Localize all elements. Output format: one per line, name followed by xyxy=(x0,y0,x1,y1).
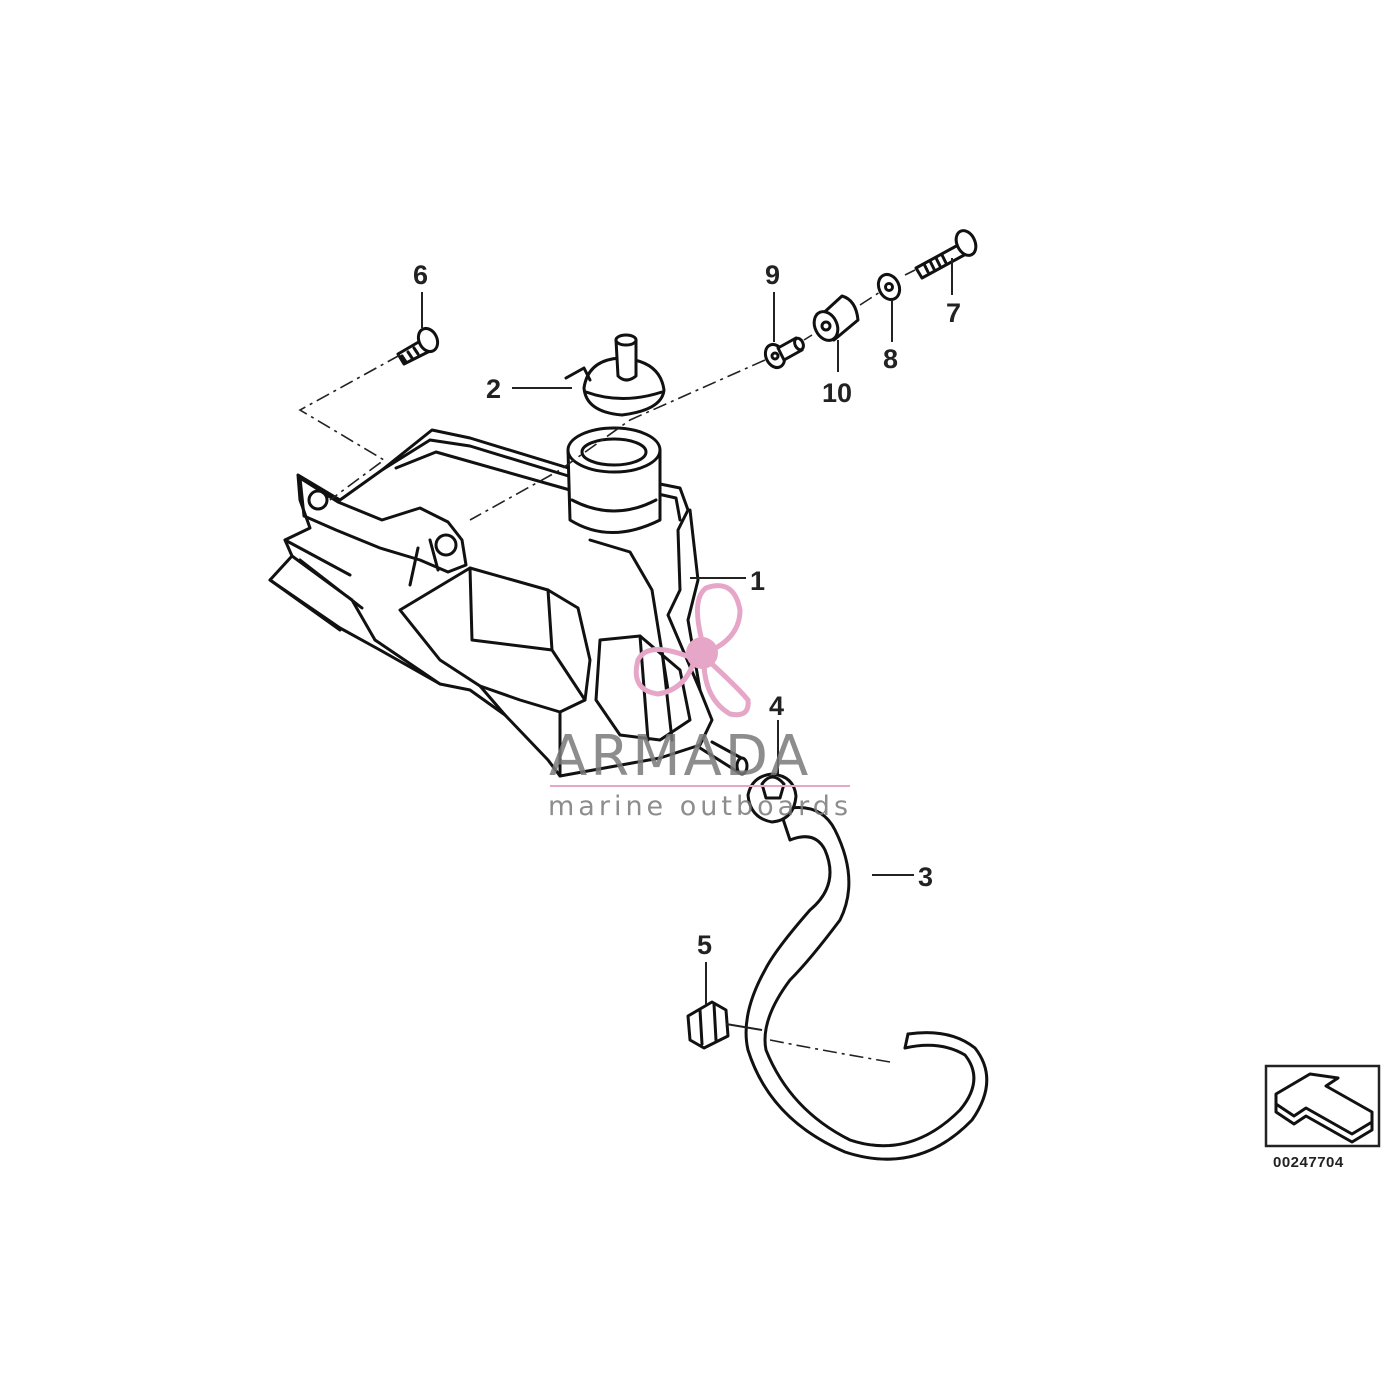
callout-5: 5 xyxy=(697,930,712,960)
watermark-brand: ARMADA xyxy=(549,724,811,789)
screw-6 xyxy=(396,326,440,366)
propeller-logo xyxy=(633,583,751,718)
leader-lines xyxy=(421,258,953,1031)
callout-9: 9 xyxy=(765,260,780,290)
hose-clamp-5 xyxy=(686,1000,730,1050)
callout-6: 6 xyxy=(413,260,428,290)
rubber-mount-10 xyxy=(812,294,860,342)
callout-2: 2 xyxy=(486,374,501,404)
reservoir-tank xyxy=(268,426,749,778)
coolant-hose xyxy=(744,806,989,1161)
watermark-tagline: marine outboards xyxy=(548,791,852,822)
callout-3: 3 xyxy=(918,862,933,892)
callout-7: 7 xyxy=(946,298,961,328)
callout-4: 4 xyxy=(769,691,784,721)
callout-1: 1 xyxy=(750,566,765,596)
diagram-number: 00247704 xyxy=(1273,1154,1344,1171)
orientation-symbol: 00247704 xyxy=(1264,1064,1381,1171)
filler-cap xyxy=(564,333,666,417)
spacer-sleeve-9 xyxy=(763,336,805,370)
callout-10: 10 xyxy=(822,378,852,408)
washer-8 xyxy=(876,272,902,302)
bolt-7 xyxy=(914,229,978,280)
watermark: ARMADA marine outboards xyxy=(548,583,852,822)
assembly-lines xyxy=(298,269,916,1063)
callout-labels: 1 2 3 4 5 6 7 8 9 10 xyxy=(413,260,961,960)
callout-8: 8 xyxy=(883,344,898,374)
